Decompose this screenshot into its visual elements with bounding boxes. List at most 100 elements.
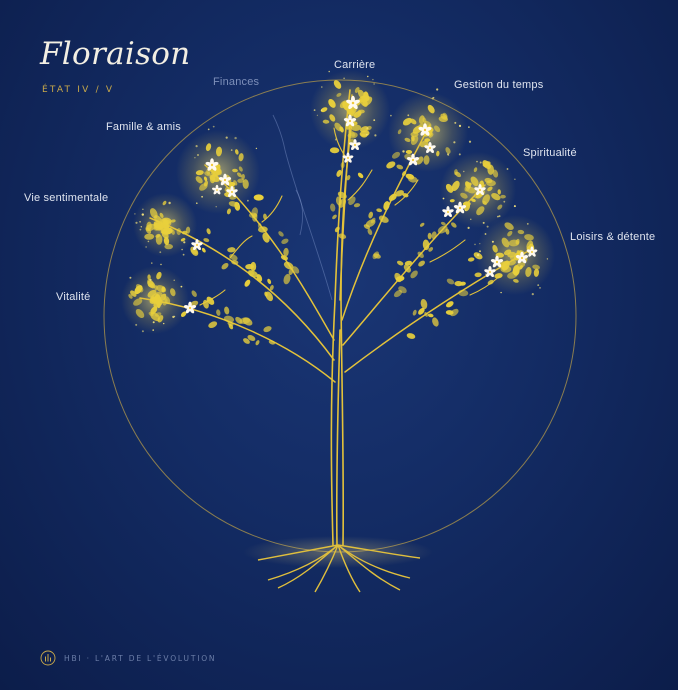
flower-petal: [352, 102, 358, 110]
flower-petal: [354, 142, 361, 146]
leaf: [507, 251, 517, 258]
flower-petal: [352, 99, 360, 105]
flower-petal: [344, 157, 349, 163]
flower-19: [526, 246, 538, 257]
leaf: [251, 207, 258, 218]
leaf: [406, 333, 416, 339]
leaf: [515, 238, 520, 245]
flower-petal: [476, 189, 481, 196]
flower-petal: [347, 157, 352, 163]
leaf: [394, 272, 402, 283]
leaf: [149, 208, 158, 219]
flower-center: [531, 251, 533, 253]
sparkle: [173, 279, 175, 281]
leaf: [155, 234, 163, 245]
leaf: [476, 206, 485, 216]
leaf: [491, 192, 501, 201]
leaf: [332, 214, 337, 220]
flower-petal: [521, 257, 527, 264]
sparkle: [506, 168, 509, 170]
leaf: [396, 164, 404, 170]
leaf: [508, 260, 516, 266]
leaf: [234, 149, 239, 155]
flower-petal: [211, 161, 219, 167]
flower-petal: [424, 126, 432, 132]
label-carriere: Carrière: [334, 59, 376, 71]
leaf: [242, 179, 249, 189]
leaf: [339, 126, 344, 133]
leaf: [428, 247, 434, 252]
leaf: [482, 161, 491, 168]
sparkle: [163, 322, 165, 325]
sparkle: [431, 97, 434, 100]
leaf: [221, 263, 229, 270]
leaf: [404, 260, 413, 266]
leaf: [231, 259, 239, 265]
root-5: [337, 544, 401, 591]
flower-petal: [479, 189, 484, 196]
leaf: [365, 219, 376, 228]
flower-0: [183, 301, 197, 314]
flower-petal: [429, 145, 436, 149]
leaf: [150, 312, 160, 322]
label-vie-sentimentale: Vie sentimentale: [24, 192, 109, 204]
leaf: [162, 200, 167, 206]
leaf: [465, 182, 472, 187]
flower-18: [515, 251, 529, 264]
leaf: [368, 211, 374, 219]
leaf: [333, 80, 342, 89]
leaf: [238, 166, 243, 172]
leaf: [201, 247, 206, 253]
leaf: [460, 192, 468, 199]
footer-brand: HBI · L'ART DE L'ÉVOLUTION: [64, 653, 217, 663]
sparkle: [316, 114, 318, 116]
sparkle: [212, 125, 215, 128]
sparkle: [168, 201, 171, 205]
leaf: [265, 291, 274, 302]
leaf: [501, 260, 510, 271]
leaf: [423, 155, 430, 165]
flower-petal: [185, 307, 191, 314]
flower-petal: [211, 164, 217, 171]
leaf: [288, 268, 294, 275]
label-vitalite: Vitalité: [56, 291, 91, 303]
sparkle: [390, 114, 392, 117]
leaf: [445, 183, 454, 193]
flower-center: [458, 206, 462, 210]
sparkle: [135, 221, 138, 224]
leaf: [283, 273, 291, 285]
root-2: [314, 544, 339, 593]
flower-petal: [408, 159, 414, 166]
leaf: [159, 212, 164, 219]
leaf: [395, 190, 404, 197]
leaf: [533, 268, 540, 277]
leaf: [267, 278, 272, 285]
branch-famille-amis: [204, 164, 335, 341]
flower-petal: [343, 118, 351, 122]
leaf: [482, 194, 491, 205]
leaf: [494, 273, 503, 279]
flower-petal: [231, 191, 236, 198]
leaf: [337, 191, 347, 199]
sparkle: [513, 205, 516, 208]
leaf: [348, 196, 356, 206]
leaf: [487, 186, 493, 192]
sparkle: [343, 77, 345, 80]
leaf: [340, 161, 345, 169]
leaf: [427, 104, 435, 114]
leaf: [206, 296, 215, 305]
sparkle: [546, 258, 549, 260]
twig-0: [199, 289, 226, 306]
sparkle: [129, 276, 132, 279]
leaf: [180, 311, 187, 318]
root-3: [337, 544, 361, 593]
leaf: [532, 264, 540, 270]
flower-petal: [342, 155, 349, 159]
leaf: [446, 278, 455, 285]
flower-petal: [459, 205, 467, 209]
sparkle: [320, 109, 323, 111]
flowers: [183, 95, 538, 314]
leaf: [347, 132, 358, 139]
flower-center: [446, 210, 450, 214]
leaf: [397, 129, 402, 135]
